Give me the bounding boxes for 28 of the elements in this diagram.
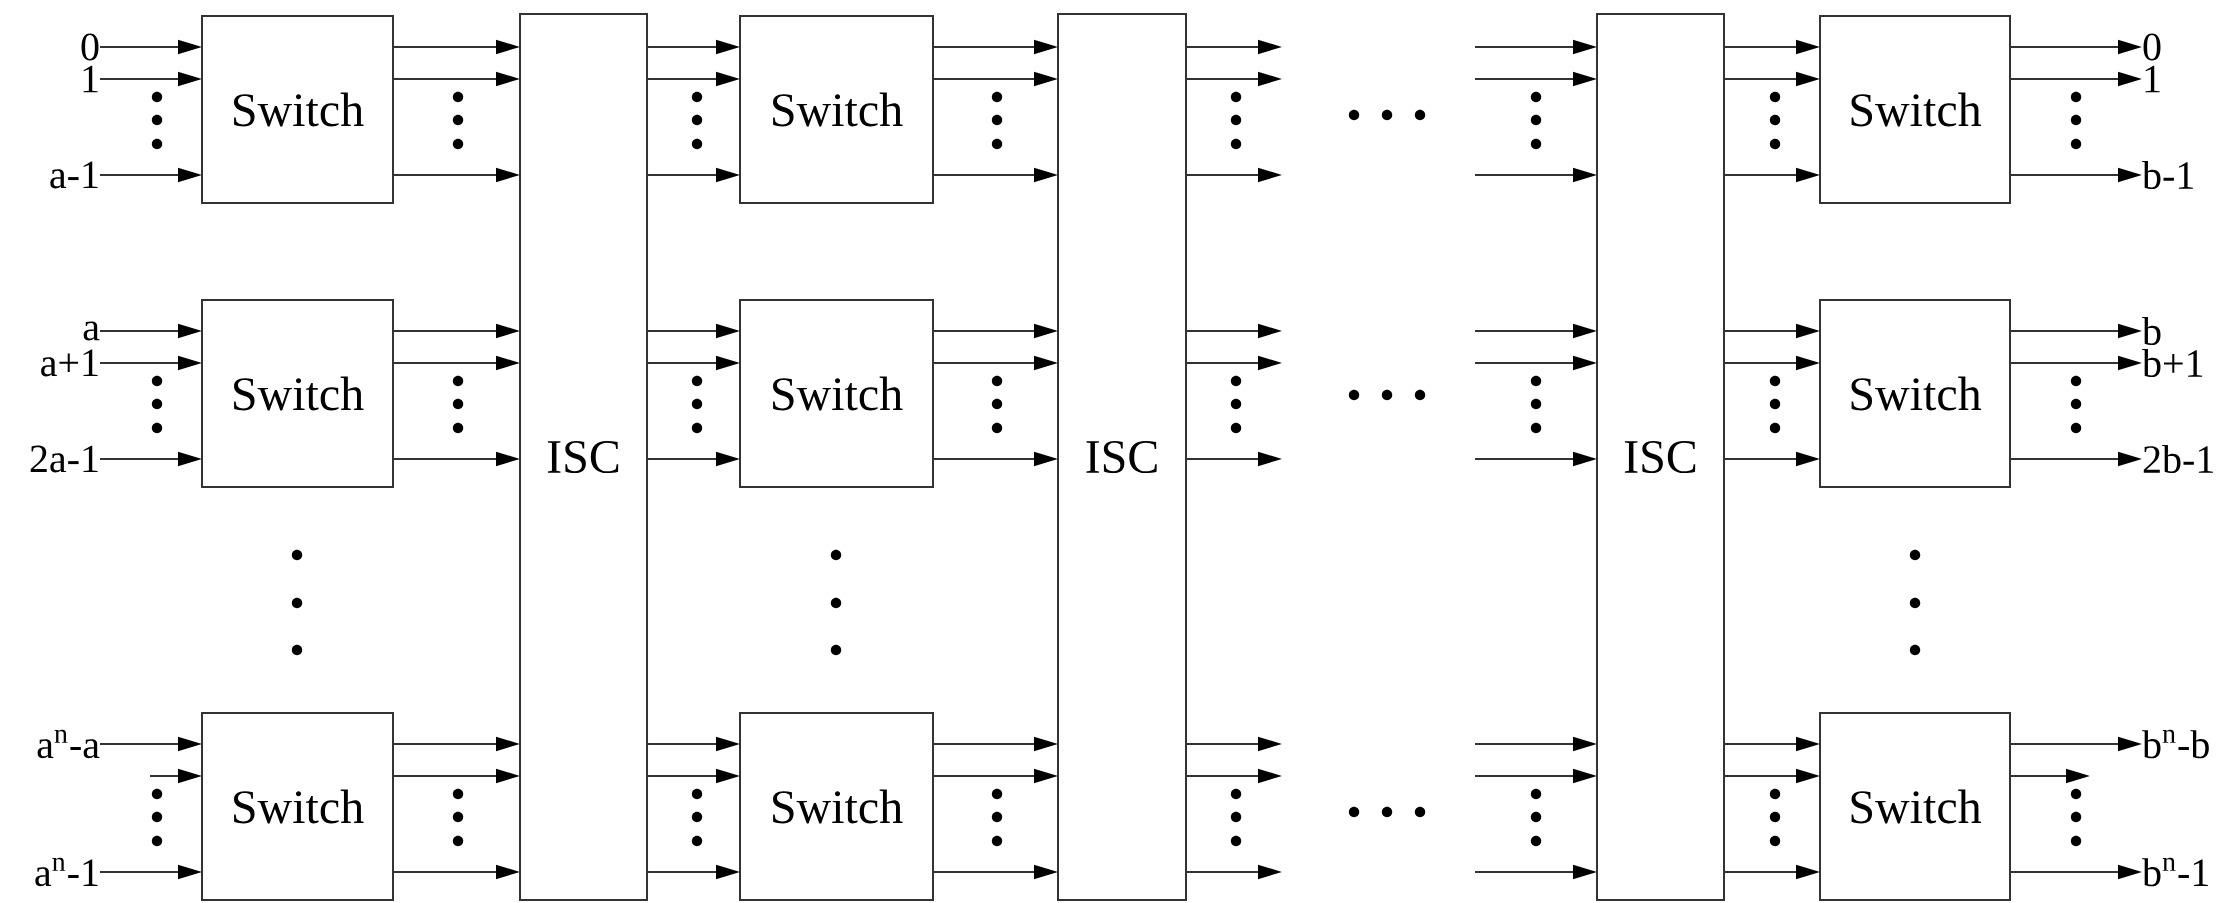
port-label: a bbox=[83, 321, 100, 341]
port-label: b bbox=[2142, 316, 2161, 346]
port-label: 2b-1 bbox=[2143, 444, 2213, 474]
switch-box: Switch bbox=[1819, 299, 2011, 488]
port-label: 0 bbox=[81, 33, 99, 61]
switch-box: Switch bbox=[739, 299, 934, 488]
switch-box: Switch bbox=[1819, 712, 2011, 901]
switch-box: Switch bbox=[1819, 15, 2011, 204]
port-label: a+1 bbox=[41, 349, 98, 377]
switch-box: Switch bbox=[739, 15, 934, 204]
switch-box: Switch bbox=[739, 712, 934, 901]
port-label: b$^{n}$-1 bbox=[2142, 857, 2208, 887]
port-label: 2a-1 bbox=[30, 445, 98, 473]
port-label: a$^{n}$-a bbox=[37, 729, 100, 759]
isc-block: ISC bbox=[1596, 13, 1725, 901]
switch-box: Switch bbox=[201, 299, 394, 488]
switch-box: Switch bbox=[201, 712, 394, 901]
port-label: 1 bbox=[83, 65, 98, 93]
switch-box: Switch bbox=[201, 15, 394, 204]
port-label: a$^{n}$-1 bbox=[35, 857, 98, 887]
port-label: a-1 bbox=[50, 161, 98, 189]
port-label: b-1 bbox=[2142, 160, 2193, 190]
port-label: 1 bbox=[2145, 65, 2160, 93]
port-label: b$^{n}$-b bbox=[2142, 729, 2209, 759]
isc-block: ISC bbox=[1057, 13, 1187, 901]
port-label: b+1 bbox=[2142, 348, 2203, 378]
isc-block: ISC bbox=[519, 13, 648, 901]
port-label: 0 bbox=[2143, 33, 2161, 61]
